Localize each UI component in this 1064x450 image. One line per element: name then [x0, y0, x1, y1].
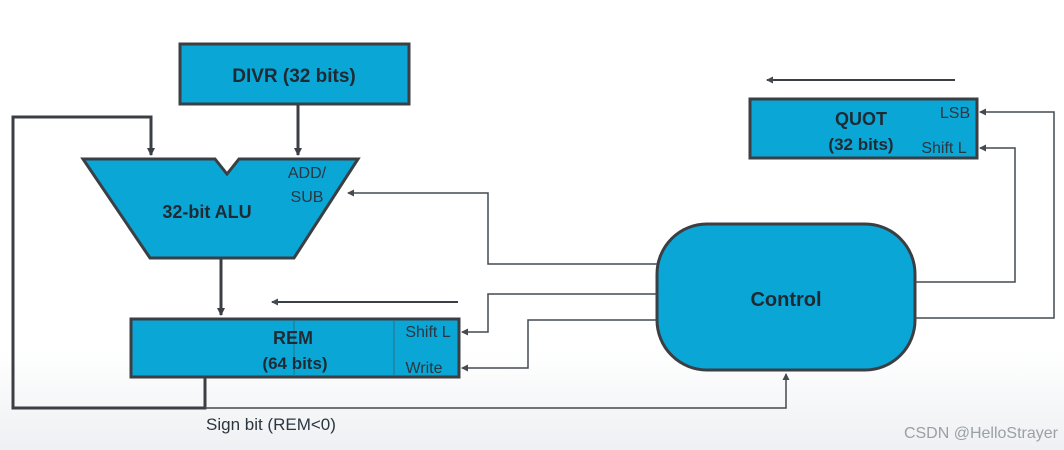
rem-label: REM	[273, 328, 313, 348]
divr-register: DIVR (32 bits)	[178, 42, 411, 106]
sign-bit-label: Sign bit (REM<0)	[206, 415, 336, 434]
watermark: CSDN @HelloStrayer	[904, 425, 1059, 442]
data-paths	[11, 104, 302, 410]
quot-register: QUOT (32 bits) LSB Shift L	[748, 97, 979, 160]
alu-block: 32-bit ALU ADD/ SUB	[80, 157, 361, 260]
quot-width-label: (32 bits)	[828, 135, 893, 154]
divr-label: DIVR (32 bits)	[232, 66, 356, 87]
alu-op-line2: SUB	[291, 189, 324, 206]
rem-register: REM (64 bits) Shift L Write	[129, 317, 461, 379]
rem-shift-label: Shift L	[405, 324, 450, 341]
shift-direction-indicators	[271, 76, 955, 306]
quot-shift-label: Shift L	[921, 140, 966, 157]
quot-lsb-label: LSB	[940, 105, 970, 122]
rem-write-label: Write	[405, 360, 442, 377]
control-to-quot-lsb-arrow	[915, 108, 1055, 319]
control-to-alu-op-arrow	[347, 189, 657, 265]
alu-label: 32-bit ALU	[162, 202, 251, 222]
control-label: Control	[750, 289, 821, 311]
control-unit: Control	[655, 222, 917, 372]
rem-width-label: (64 bits)	[262, 354, 327, 373]
quot-label: QUOT	[835, 109, 887, 129]
control-to-rem-write-arrow	[461, 319, 657, 372]
control-to-rem-shift-arrow	[461, 293, 657, 336]
alu-op-line1: ADD/	[288, 165, 327, 182]
sign-bit-to-control-arrow	[205, 373, 790, 409]
control-to-quot-shift-arrow	[915, 144, 1016, 283]
rem-feedback-to-alu-arrow	[11, 115, 207, 410]
control-signals	[205, 108, 1055, 409]
